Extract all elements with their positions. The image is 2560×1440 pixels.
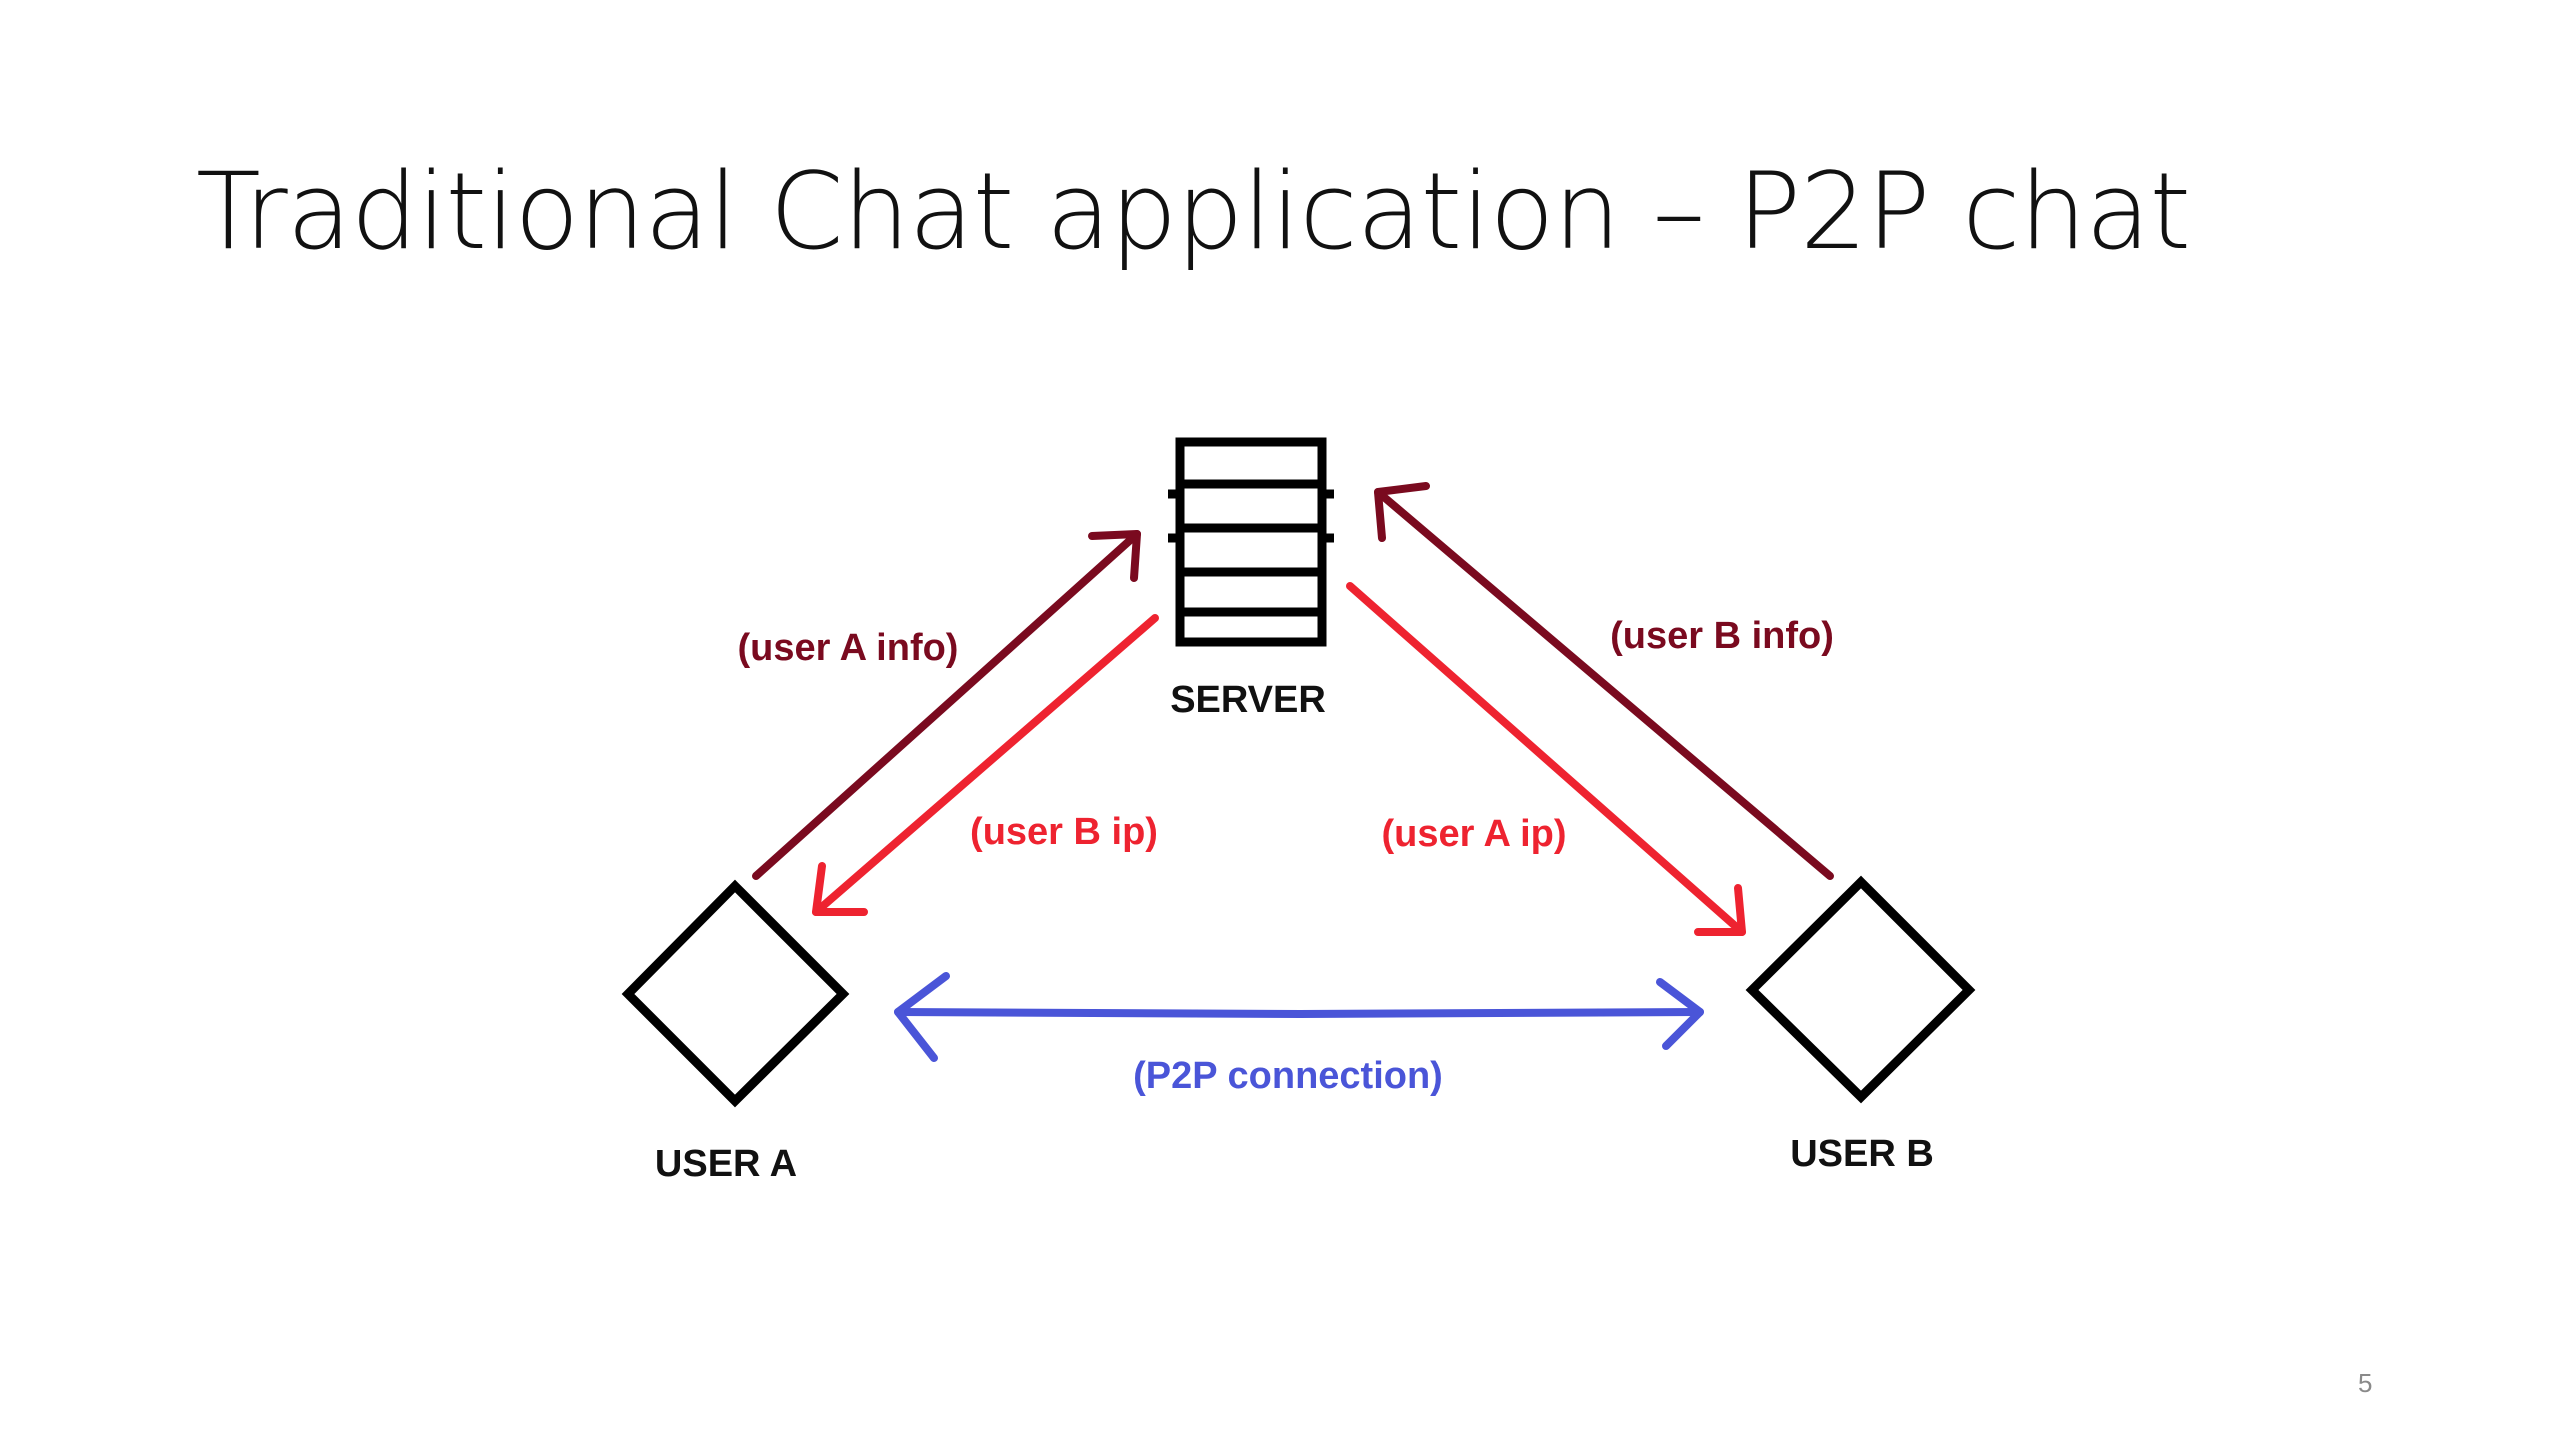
server-label: SERVER xyxy=(1170,679,1326,721)
user-a-ip-arrow xyxy=(1346,582,1746,936)
user-a-ip-label: (user A ip) xyxy=(1381,813,1566,855)
user-b-info-arrow xyxy=(1374,482,1834,880)
p2p-connection-label: (P2P connection) xyxy=(1133,1055,1443,1097)
user-a-info-arrow xyxy=(752,530,1141,880)
page-number: 5 xyxy=(2358,1368,2373,1398)
user-b-ip-arrow xyxy=(812,614,1159,916)
user-b-ip-label: (user B ip) xyxy=(970,811,1158,853)
slide-title: Traditional Chat application – P2P chat xyxy=(196,150,2191,273)
user-b-node xyxy=(1745,875,1976,1104)
user-b-label: USER B xyxy=(1790,1133,1934,1175)
user-b-info-label: (user B info) xyxy=(1610,615,1834,657)
p2p-connection-arrow xyxy=(894,972,1704,1062)
user-a-node xyxy=(621,879,850,1108)
user-a-label: USER A xyxy=(655,1143,797,1185)
user-a-info-label: (user A info) xyxy=(738,627,959,669)
server-node xyxy=(1168,437,1334,647)
